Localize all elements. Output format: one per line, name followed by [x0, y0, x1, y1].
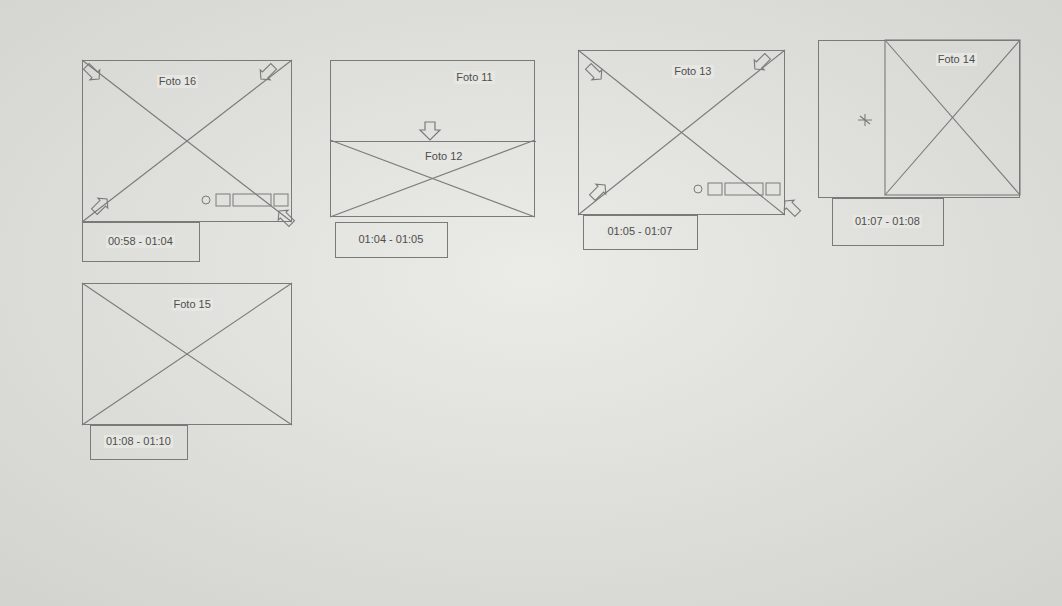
down-arrow: [420, 122, 440, 140]
placeholder-cross: [578, 50, 785, 215]
photo-band: Foto 12: [331, 141, 536, 218]
placeholder-cross: [82, 60, 292, 222]
control-bar: [202, 194, 288, 206]
photo-label: Foto 15: [172, 298, 213, 311]
time-box: 01:07 - 01:08: [832, 198, 944, 246]
camera-arrow: [750, 51, 773, 74]
placeholder-cross: [330, 140, 535, 217]
time-range: 01:05 - 01:07: [605, 225, 674, 238]
photo-frame: Foto 11 Foto 12: [330, 60, 535, 217]
time-box: 00:58 - 01:04: [82, 222, 200, 262]
camera-arrow: [81, 61, 104, 84]
photo-frame: Foto 14: [818, 40, 1020, 198]
time-range: 01:08 - 01:10: [104, 435, 173, 448]
photo-label: Foto 14: [936, 53, 977, 66]
photo-label: Foto 12: [423, 150, 464, 163]
photo-label: Foto 11: [454, 71, 495, 84]
placeholder-cross: [578, 50, 785, 215]
placeholder-cross: [885, 40, 1020, 195]
photo-frame: Foto 16: [82, 60, 292, 222]
camera-arrow: [780, 196, 803, 219]
camera-arrow: [89, 194, 112, 217]
time-range: 01:04 - 01:05: [356, 233, 425, 246]
photo-label: Foto 16: [157, 75, 198, 88]
photo-frame: Foto 15: [82, 283, 292, 425]
time-box: 01:04 - 01:05: [335, 222, 448, 258]
time-range: 00:58 - 01:04: [106, 235, 175, 248]
camera-arrow: [587, 180, 610, 203]
sketch-mark: [858, 114, 872, 126]
camera-arrow: [274, 206, 297, 229]
time-box: 01:05 - 01:07: [583, 215, 698, 250]
control-bar: [694, 183, 780, 195]
photo-frame: Foto 13: [578, 50, 785, 215]
placeholder-cross: [82, 60, 292, 222]
time-range: 01:07 - 01:08: [853, 215, 922, 228]
time-box: 01:08 - 01:10: [90, 425, 188, 460]
placeholder-cross: [82, 283, 292, 425]
camera-arrow: [256, 61, 279, 84]
placeholder-cross: [330, 140, 535, 217]
photo-label: Foto 13: [672, 65, 713, 78]
placeholder-cross: [885, 40, 1020, 195]
photo-frame: [885, 40, 1020, 195]
camera-arrow: [583, 61, 606, 84]
placeholder-cross: [82, 283, 292, 425]
